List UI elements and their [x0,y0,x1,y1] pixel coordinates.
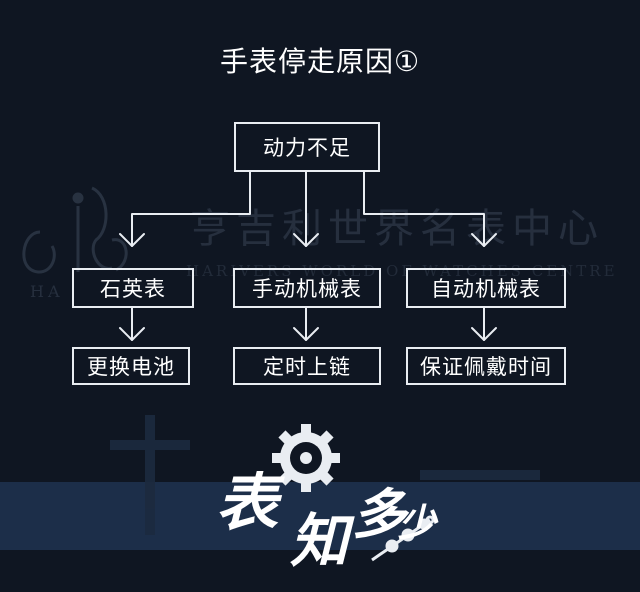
node-root: 动力不足 [234,122,380,172]
logo-char-1: 表 [216,466,279,539]
node-automatic: 自动机械表 [406,268,566,308]
logo-char-3: 多 [352,483,406,546]
logo-char-4: 少 [398,501,437,545]
watermark-english-short: HA [30,282,64,301]
logo-char-2: 知 [290,507,349,575]
gear-icon [272,424,340,492]
arrowhead-manual-icon [293,233,319,247]
logo-shadow-icon [110,415,540,535]
node-quartz-fix: 更换电池 [72,347,190,385]
watermark-english: HARIVERS WORLD OF WATCHES CENTRE [186,262,618,280]
connector-quartz [131,171,251,247]
arrowhead-quartz-fix-icon [119,327,145,341]
arrowhead-automatic-fix-icon [471,327,497,341]
node-manual-fix: 定时上链 [233,347,381,385]
node-manual: 手动机械表 [233,268,381,308]
node-automatic-fix: 保证佩戴时间 [406,347,566,385]
arrowhead-manual-fix-icon [293,327,319,341]
page-title: 手表停走原因① [219,45,421,78]
arrowhead-quartz-icon [119,233,145,247]
connector-automatic [363,171,485,247]
logo-band [0,482,640,550]
node-quartz: 石英表 [72,268,194,308]
arrowhead-automatic-icon [471,233,497,247]
watch-hand-icon [371,515,435,562]
